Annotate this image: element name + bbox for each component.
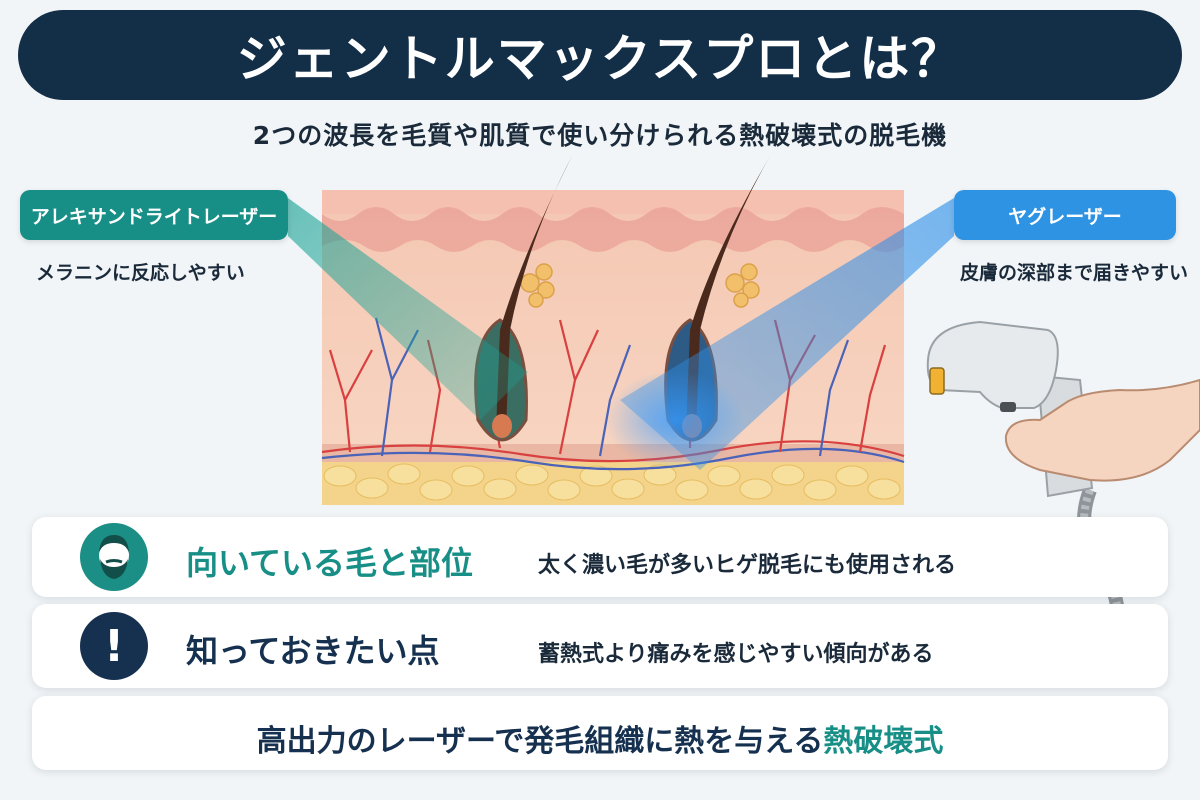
- suitable-hair-text: 太く濃い毛が多いヒゲ脱毛にも使用される: [538, 553, 957, 578]
- summary-prefix: 高出力のレーザーで発毛組織に熱を与える: [256, 724, 824, 759]
- exclamation-icon: !: [80, 612, 148, 680]
- bearded-face-icon: [80, 523, 148, 591]
- summary-card: [32, 696, 1168, 770]
- yag-laser-label: ヤグレーザー: [954, 190, 1176, 240]
- yag-laser-description: 皮膚の深部まで届きやすい: [960, 262, 1189, 284]
- blood-vessels: [321, 317, 905, 471]
- yag-laser-glow: [605, 370, 745, 470]
- sebaceous-gland-left: [520, 263, 555, 308]
- summary-highlight: 熱破壊式: [823, 724, 944, 759]
- subtitle: 2つの波長を毛質や肌質で使い分けられる熱破壊式の脱毛機: [252, 121, 948, 150]
- notice-heading: 知っておきたい点: [186, 632, 440, 670]
- page-title: ジェントルマックスプロとは？: [236, 30, 964, 88]
- alexandrite-laser-beam: [288, 198, 528, 420]
- title-banner: ジェントルマックスプロとは？: [18, 10, 1182, 100]
- notice-card: [32, 604, 1168, 688]
- summary-line: 高出力のレーザーで発毛組織に熱を与える熱破壊式: [0, 716, 1200, 760]
- alexandrite-laser-description: メラニンに反応しやすい: [36, 262, 245, 284]
- suitable-hair-card: [32, 517, 1168, 597]
- alexandrite-laser-label: アレキサンドライトレーザー: [20, 190, 288, 240]
- notice-text: 蓄熱式より痛みを感じやすい傾向がある: [538, 642, 934, 667]
- suitable-hair-heading: 向いている毛と部位: [186, 544, 474, 582]
- sebaceous-gland-right: [725, 263, 760, 308]
